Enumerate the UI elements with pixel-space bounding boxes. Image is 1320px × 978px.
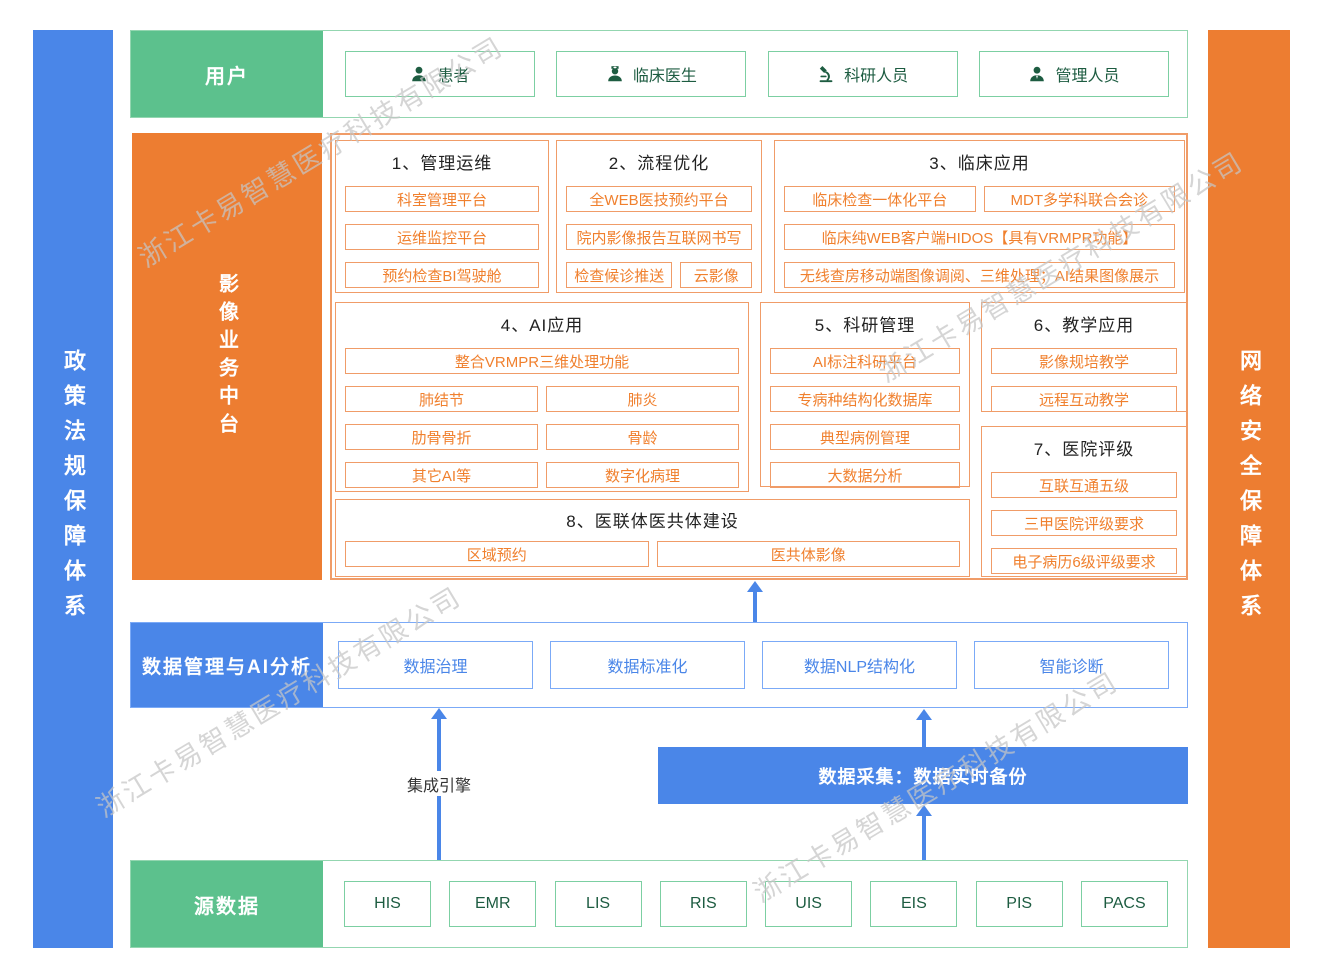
user-box-manager: 管理人员: [978, 51, 1169, 97]
platform-item: 数字化病理: [546, 462, 739, 488]
platform-item: 远程互动教学: [991, 386, 1177, 412]
platform-item: 专病种结构化数据库: [770, 386, 960, 412]
microscope-icon: [819, 66, 833, 83]
data-item: 数据标准化: [550, 641, 745, 689]
data-management-label: 数据管理与AI分析: [131, 623, 323, 707]
section-title: 5、科研管理: [814, 316, 916, 335]
source-data-label: 源数据: [131, 861, 323, 947]
platform-item: 科室管理平台: [345, 186, 539, 212]
users-row: 用户 患者 临床医生 科研人员 管理人员: [130, 30, 1188, 118]
platform-item: MDT多学科联合会诊: [983, 186, 1175, 212]
data-collection-bar: 数据采集：数据实时备份: [658, 747, 1188, 804]
platform-item: 整合VRMPR三维处理功能: [345, 348, 739, 374]
platform-item: 电子病历6级评级要求: [991, 548, 1177, 574]
source-data-items: HIS EMR LIS RIS UIS EIS PIS PACS: [323, 861, 1187, 947]
section-ai-application: 4、AI应用 整合VRMPR三维处理功能 肺结节 肺炎 肋骨骨折 骨龄 其它AI…: [335, 302, 749, 492]
patient-icon: [412, 66, 427, 82]
platform-item: 云影像: [680, 262, 752, 288]
section-title: 1、管理运维: [391, 154, 493, 173]
platform-item: 预约检查BI驾驶舱: [345, 262, 539, 288]
section-medical-alliance: 8、医联体医共体建设 区域预约 医共体影像: [335, 499, 970, 577]
platform-item: 三甲医院评级要求: [991, 510, 1177, 536]
integration-engine-label: 集成引擎: [400, 771, 478, 796]
arrow-up-icon: [747, 581, 763, 622]
source-item: LIS: [554, 881, 642, 927]
platform-item: 区域预约: [345, 541, 649, 567]
arrow-up-icon: [916, 805, 932, 860]
data-item: 数据治理: [338, 641, 533, 689]
platform-item: 肺炎: [546, 386, 739, 412]
section-management-ops: 1、管理运维 科室管理平台 运维监控平台 预约检查BI驾驶舱: [335, 140, 549, 293]
platform-item: 临床检查一体化平台: [784, 186, 976, 212]
user-box-researcher: 科研人员: [767, 51, 958, 97]
section-hospital-rating: 7、医院评级 互联互通五级 三甲医院评级要求 电子病历6级评级要求: [981, 426, 1187, 577]
source-item: EMR: [449, 881, 537, 927]
source-item: EIS: [870, 881, 958, 927]
platform-item: 典型病例管理: [770, 424, 960, 450]
section-title: 7、医院评级: [1033, 440, 1135, 459]
user-box-patient: 患者: [345, 51, 535, 97]
section-title: 4、AI应用: [500, 316, 584, 335]
users-items: 患者 临床医生 科研人员 管理人员: [323, 31, 1187, 117]
platform-item: 肺结节: [345, 386, 538, 412]
user-box-clinician: 临床医生: [556, 51, 747, 97]
arrow-up-icon: [916, 709, 932, 747]
source-item: PACS: [1080, 881, 1168, 927]
user-box-label: 管理人员: [1055, 68, 1120, 85]
data-management-row: 数据管理与AI分析 数据治理 数据标准化 数据NLP结构化 智能诊断: [130, 622, 1188, 708]
platform-item: 运维监控平台: [345, 224, 539, 250]
platform-item: 骨龄: [546, 424, 739, 450]
section-clinical-application: 3、临床应用 临床检查一体化平台 MDT多学科联合会诊 临床纯WEB客户端HID…: [774, 140, 1185, 293]
section-process-optimization: 2、流程优化 全WEB医技预约平台 院内影像报告互联网书写 检查候诊推送 云影像: [556, 140, 762, 293]
user-box-label: 科研人员: [844, 68, 909, 85]
data-item: 智能诊断: [974, 641, 1169, 689]
policy-sidebar-label: 政策法规保障体系: [61, 349, 86, 629]
source-item: HIS: [344, 881, 431, 927]
section-teaching-application: 6、教学应用 影像规培教学 远程互动教学: [981, 302, 1187, 412]
platform-item: 临床纯WEB客户端HIDOS【具有VRMPR功能】: [784, 224, 1175, 250]
data-management-items: 数据治理 数据标准化 数据NLP结构化 智能诊断: [323, 623, 1187, 707]
section-title: 3、临床应用: [929, 154, 1030, 173]
platform-item: 影像规培教学: [991, 348, 1177, 374]
platform-item: 大数据分析: [770, 462, 960, 488]
platform-item: 肋骨骨折: [345, 424, 538, 450]
user-box-label: 患者: [437, 68, 470, 85]
section-title: 6、教学应用: [1033, 316, 1135, 335]
section-title: 2、流程优化: [608, 154, 710, 173]
platform-item: 院内影像报告互联网书写: [566, 224, 752, 250]
platform-item: 全WEB医技预约平台: [566, 186, 752, 212]
source-data-row: 源数据 HIS EMR LIS RIS UIS EIS PIS PACS: [130, 860, 1188, 948]
platform-item: 互联互通五级: [991, 472, 1177, 498]
imaging-platform-label-block: 影像业务中台: [132, 133, 322, 580]
manager-icon: [1030, 66, 1045, 82]
doctor-icon: [608, 66, 622, 82]
platform-item: 检查候诊推送: [566, 262, 673, 288]
security-sidebar-label: 网络安全保障体系: [1237, 349, 1262, 629]
policy-regulation-sidebar: 政策法规保障体系: [33, 30, 113, 948]
data-item: 数据NLP结构化: [762, 641, 957, 689]
section-research-management: 5、科研管理 AI标注科研平台 专病种结构化数据库 典型病例管理 大数据分析: [760, 302, 970, 488]
platform-item: 医共体影像: [656, 541, 960, 567]
platform-item: 无线查房移动端图像调阅、三维处理；AI结果图像展示: [784, 262, 1175, 288]
imaging-platform-label: 影像业务中台: [215, 272, 238, 441]
source-item: RIS: [659, 881, 747, 927]
users-row-label: 用户: [131, 31, 323, 117]
platform-item: AI标注科研平台: [770, 348, 960, 374]
imaging-platform-box: 1、管理运维 科室管理平台 运维监控平台 预约检查BI驾驶舱 2、流程优化 全W…: [330, 133, 1188, 580]
user-box-label: 临床医生: [632, 68, 697, 85]
platform-item: 其它AI等: [345, 462, 538, 488]
source-item: UIS: [765, 881, 853, 927]
section-title: 8、医联体医共体建设: [566, 512, 739, 531]
network-security-sidebar: 网络安全保障体系: [1208, 30, 1290, 948]
source-item: PIS: [975, 881, 1063, 927]
